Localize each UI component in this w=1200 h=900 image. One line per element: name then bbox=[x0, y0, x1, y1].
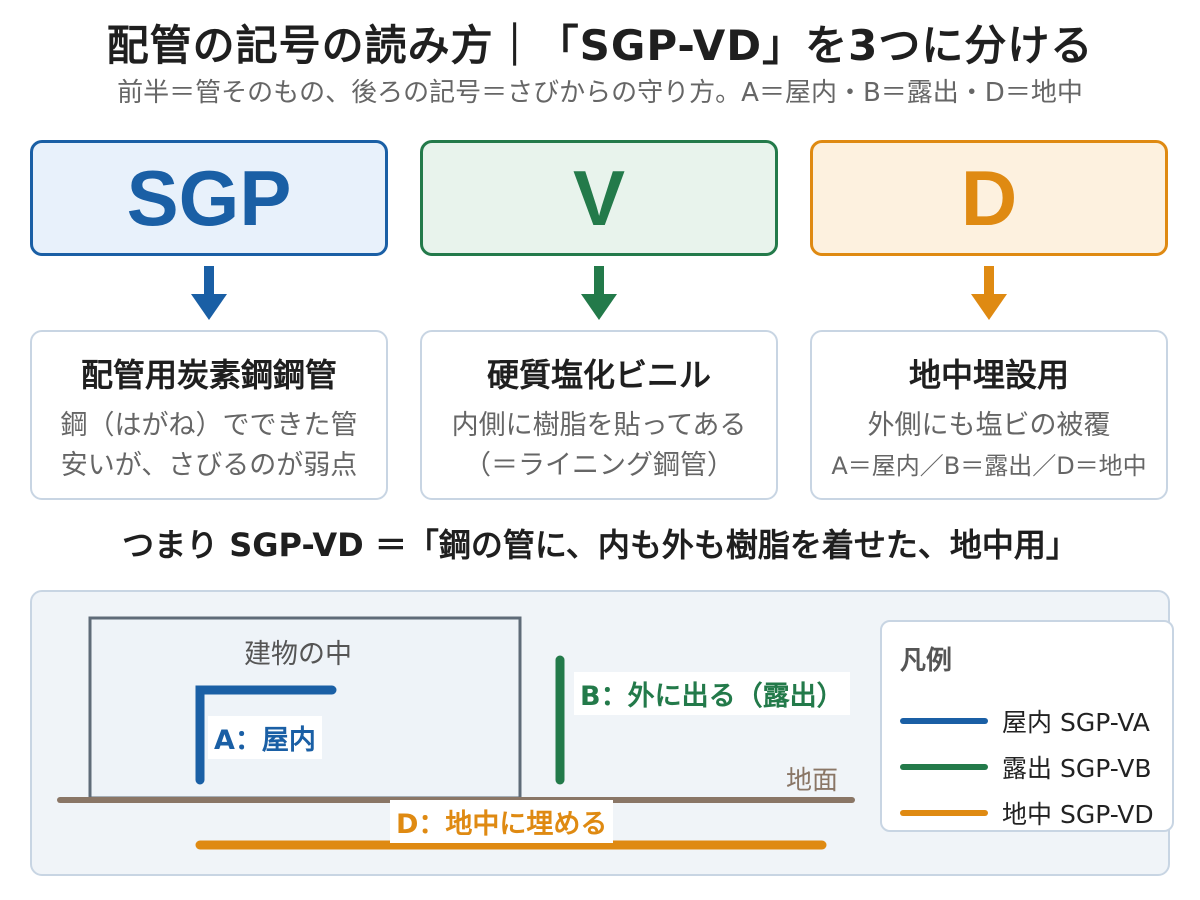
legend-swatch bbox=[900, 718, 988, 724]
indoor-pipe bbox=[195, 685, 337, 785]
legend-swatch bbox=[900, 810, 988, 816]
desc-line: 安いが、さびるのが弱点 bbox=[60, 450, 358, 481]
label-exposed: B：外に出る（露出） bbox=[574, 672, 850, 715]
code-box-d: D bbox=[810, 140, 1168, 256]
legend: 凡例 屋内 SGP-VA 露出 SGP-VB 地中 SGP-VD bbox=[880, 620, 1174, 832]
building-label: 建物の中 bbox=[244, 639, 352, 670]
legend-label: 屋内 SGP-VA bbox=[1002, 708, 1150, 737]
legend-item: 屋内 SGP-VA bbox=[900, 706, 1150, 737]
legend-label: 露出 SGP-VB bbox=[1002, 754, 1152, 783]
desc-title: 配管用炭素鋼鋼管 bbox=[80, 356, 337, 394]
desc-box-d: 地中埋設用 外側にも塩ビの被覆 A＝屋内／B＝露出／D＝地中 bbox=[810, 330, 1168, 500]
desc-line: 内側に樹脂を貼ってある bbox=[451, 410, 747, 441]
desc-line: （＝ライニング鋼管） bbox=[464, 450, 734, 481]
summary-text: つまり SGP-VD ＝「鋼の管に、内も外も樹脂を着せた、地中用」 bbox=[122, 526, 1078, 564]
legend-title: 凡例 bbox=[900, 646, 953, 676]
arrow-down-icon bbox=[191, 266, 227, 320]
legend-item: 地中 SGP-VD bbox=[900, 798, 1154, 829]
label-indoor: A：屋内 bbox=[208, 716, 322, 759]
legend-label: 地中 SGP-VD bbox=[1002, 800, 1154, 829]
code-box-v: V bbox=[420, 140, 778, 256]
page-subtitle: 前半＝管そのもの、後ろの記号＝さびからの守り方。A＝屋内・B＝露出・D＝地中 bbox=[117, 78, 1083, 108]
label-underground: D：地中に埋める bbox=[390, 800, 614, 843]
desc-line: 外側にも塩ビの被覆 bbox=[867, 410, 1111, 441]
arrow-down-icon bbox=[971, 266, 1007, 320]
desc-box-sgp: 配管用炭素鋼鋼管 鋼（はがね）でできた管 安いが、さびるのが弱点 bbox=[30, 330, 388, 500]
page-title: 配管の記号の読み方｜「SGP-VD」を3つに分ける bbox=[106, 21, 1094, 70]
desc-title: 硬質塩化ビニル bbox=[486, 356, 711, 394]
desc-box-v: 硬質塩化ビニル 内側に樹脂を貼ってある （＝ライニング鋼管） bbox=[420, 330, 778, 500]
legend-item: 露出 SGP-VB bbox=[900, 752, 1152, 783]
code-box-sgp: SGP bbox=[30, 140, 388, 256]
ground-label: 地面 bbox=[786, 766, 839, 796]
legend-swatch bbox=[900, 764, 988, 770]
desc-line: 鋼（はがね）でできた管 bbox=[60, 410, 358, 441]
arrow-down-icon bbox=[581, 266, 617, 320]
desc-line: A＝屋内／B＝露出／D＝地中 bbox=[831, 452, 1147, 480]
desc-title: 地中埋設用 bbox=[908, 356, 1069, 394]
